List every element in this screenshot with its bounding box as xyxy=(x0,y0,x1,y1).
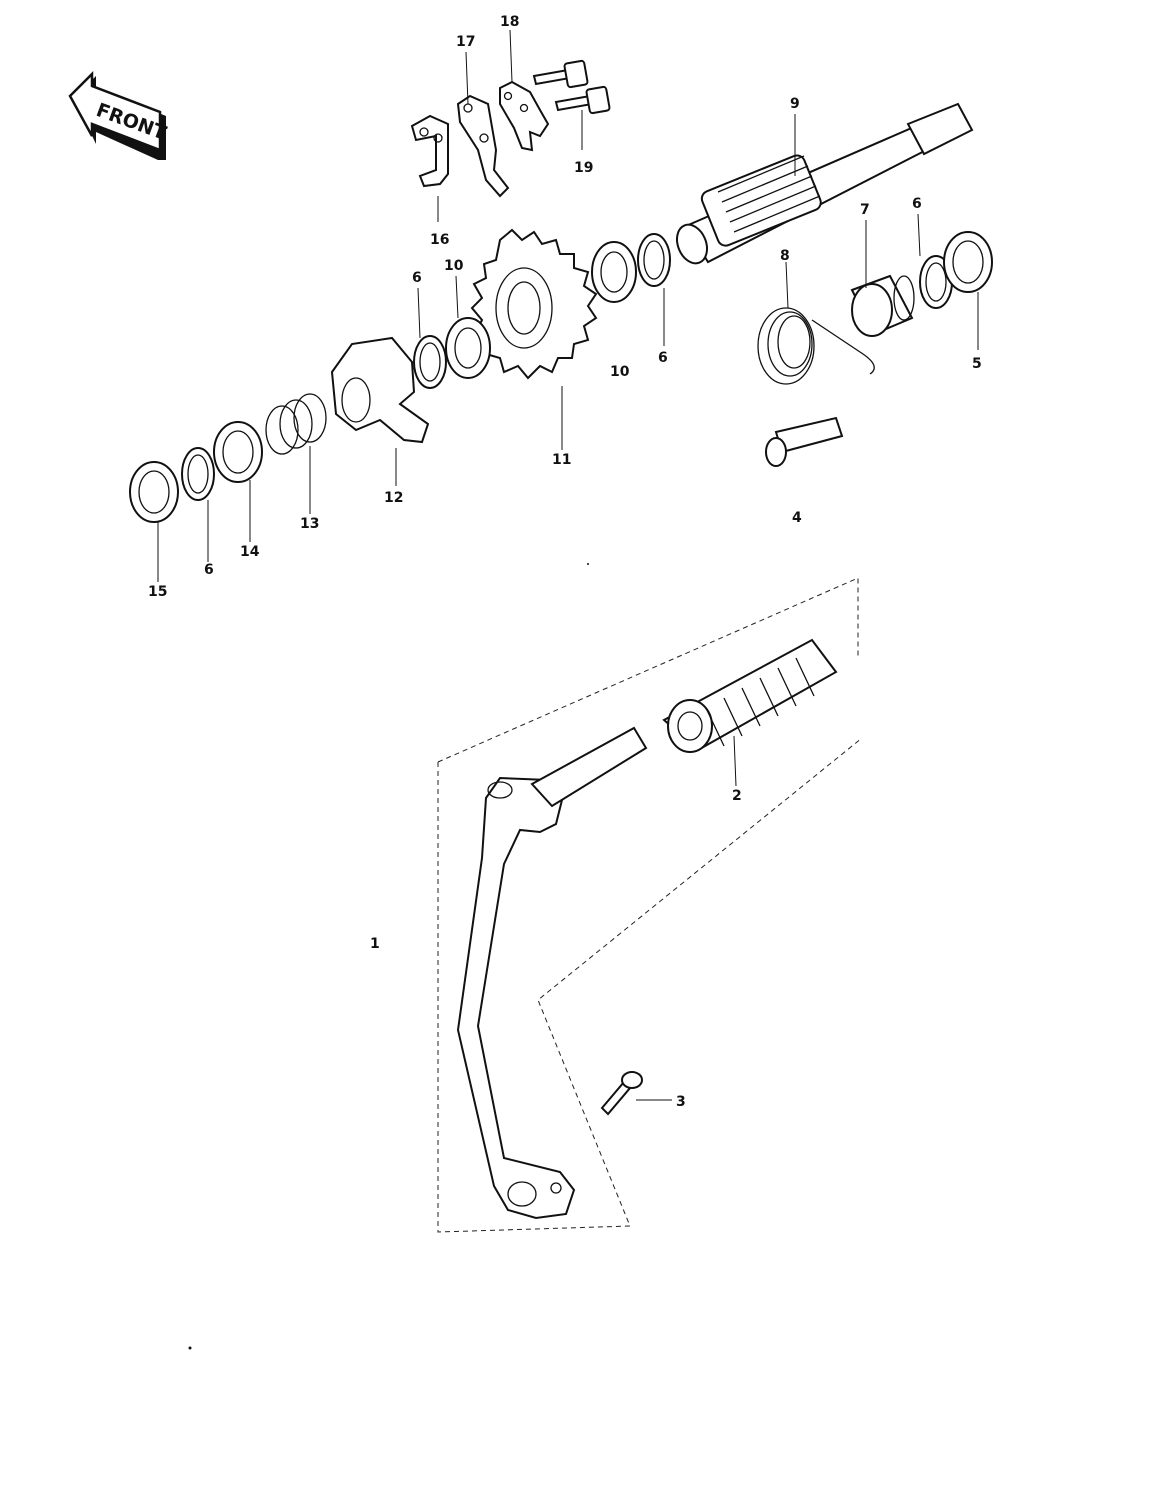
spring-13 xyxy=(265,393,327,455)
label-1: 1 xyxy=(370,936,380,952)
label-10-b: 10 xyxy=(610,364,630,380)
label-18: 18 xyxy=(500,14,519,30)
label-6-d: 6 xyxy=(204,562,214,578)
kick-shaft-9 xyxy=(676,102,974,265)
bracket-18 xyxy=(499,80,550,152)
speck xyxy=(587,563,589,565)
part-labels: 1 2 3 4 5 6 6 6 6 7 8 9 10 10 11 12 13 1… xyxy=(148,14,982,1110)
speck xyxy=(188,1346,192,1350)
grip-rubber-2 xyxy=(662,638,838,753)
circlip-6a xyxy=(413,335,447,389)
label-3: 3 xyxy=(676,1094,686,1110)
label-9: 9 xyxy=(790,96,800,112)
label-14: 14 xyxy=(240,544,260,560)
washer-5 xyxy=(943,231,993,293)
label-19: 19 xyxy=(574,160,593,176)
label-13: 13 xyxy=(300,516,319,532)
bracket-16 xyxy=(410,114,449,188)
washer-10b xyxy=(591,241,637,303)
gear-11 xyxy=(470,228,598,380)
bracket-17 xyxy=(456,94,510,198)
kick-lever-1 xyxy=(456,726,648,1220)
torsion-spring-8 xyxy=(757,307,875,385)
label-10-a: 10 xyxy=(444,258,464,274)
label-11: 11 xyxy=(552,452,571,468)
bolt-3 xyxy=(600,1071,643,1116)
label-8: 8 xyxy=(780,248,790,264)
label-5: 5 xyxy=(972,356,982,372)
bolt-19-lower xyxy=(554,85,611,115)
kick-lever-group xyxy=(437,577,863,1233)
washer-14 xyxy=(213,421,263,483)
collar-7 xyxy=(850,274,915,337)
label-2: 2 xyxy=(732,788,742,804)
label-6-b: 6 xyxy=(658,350,668,366)
front-arrow-icon: FRONT xyxy=(68,70,169,160)
label-6-a: 6 xyxy=(412,270,422,286)
label-15: 15 xyxy=(148,584,167,600)
label-17: 17 xyxy=(456,34,475,50)
label-7: 7 xyxy=(860,202,870,218)
ratchet-12 xyxy=(330,336,430,444)
label-12: 12 xyxy=(384,490,403,506)
washer-10a xyxy=(445,317,491,379)
leader-lines xyxy=(157,29,979,1101)
washer-15 xyxy=(129,461,179,523)
label-16: 16 xyxy=(430,232,449,248)
pin-4 xyxy=(765,416,844,467)
label-4: 4 xyxy=(792,510,802,526)
bolt-19-upper xyxy=(532,59,589,89)
circlip-6b xyxy=(637,233,671,287)
circlip-6c xyxy=(181,447,215,501)
label-6-c: 6 xyxy=(912,196,922,212)
